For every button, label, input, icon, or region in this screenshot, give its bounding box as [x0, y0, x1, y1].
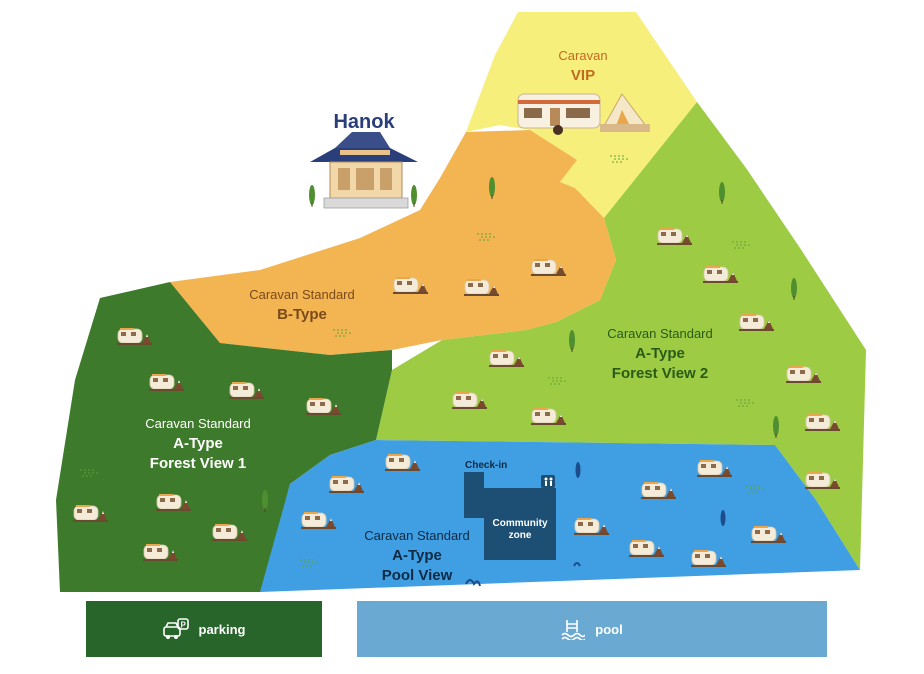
pool-label-line2: A-Type: [392, 547, 442, 564]
pool-label-line1: Caravan Standard: [364, 528, 470, 543]
zone-forest-view-1[interactable]: [56, 282, 392, 592]
community-zone-building[interactable]: [484, 488, 556, 560]
vip-label-line2: VIP: [571, 67, 595, 84]
tree-icon: [411, 185, 417, 207]
svg-text:P: P: [180, 621, 186, 630]
check-in-label: Check-in: [465, 460, 507, 471]
fv2-label-line1: Caravan Standard: [607, 326, 713, 341]
tree-icon: [309, 185, 315, 207]
pool-label-line3: Pool View: [382, 567, 453, 584]
vip-label-line1: Caravan: [558, 48, 607, 63]
b-type-label-line2: B-Type: [277, 306, 327, 323]
restroom-icon: [541, 475, 555, 488]
pool-legend-label: pool: [595, 621, 623, 637]
hanok-label: Hanok: [333, 111, 395, 133]
parking-car-icon: P: [162, 618, 189, 640]
pool-ladder-icon: [561, 618, 586, 640]
parking-legend[interactable]: P parking: [86, 601, 322, 657]
water-plant-icon: [465, 462, 726, 587]
check-in-building[interactable]: [464, 472, 484, 518]
pool-legend[interactable]: pool: [357, 601, 827, 657]
fv1-label-line2: A-Type: [173, 435, 223, 452]
parking-legend-label: parking: [198, 621, 246, 637]
fv2-label-line3: Forest View 2: [612, 365, 708, 382]
vip-caravan-icon: [517, 93, 601, 135]
zone-pool-view[interactable]: [260, 440, 860, 592]
zone-b-type[interactable]: [170, 130, 616, 355]
fv2-label-line2: A-Type: [635, 345, 685, 362]
zone-forest-view-2[interactable]: [376, 102, 866, 570]
fv1-label-line1: Caravan Standard: [145, 416, 251, 431]
hanok-building-icon[interactable]: [310, 132, 418, 209]
vip-tent-icon: [600, 93, 650, 132]
b-type-label-line1: Caravan Standard: [249, 287, 355, 302]
fv1-label-line3: Forest View 1: [150, 455, 246, 472]
community-zone-label-line1: Community: [493, 518, 548, 529]
community-zone-label-line2: zone: [509, 530, 532, 541]
